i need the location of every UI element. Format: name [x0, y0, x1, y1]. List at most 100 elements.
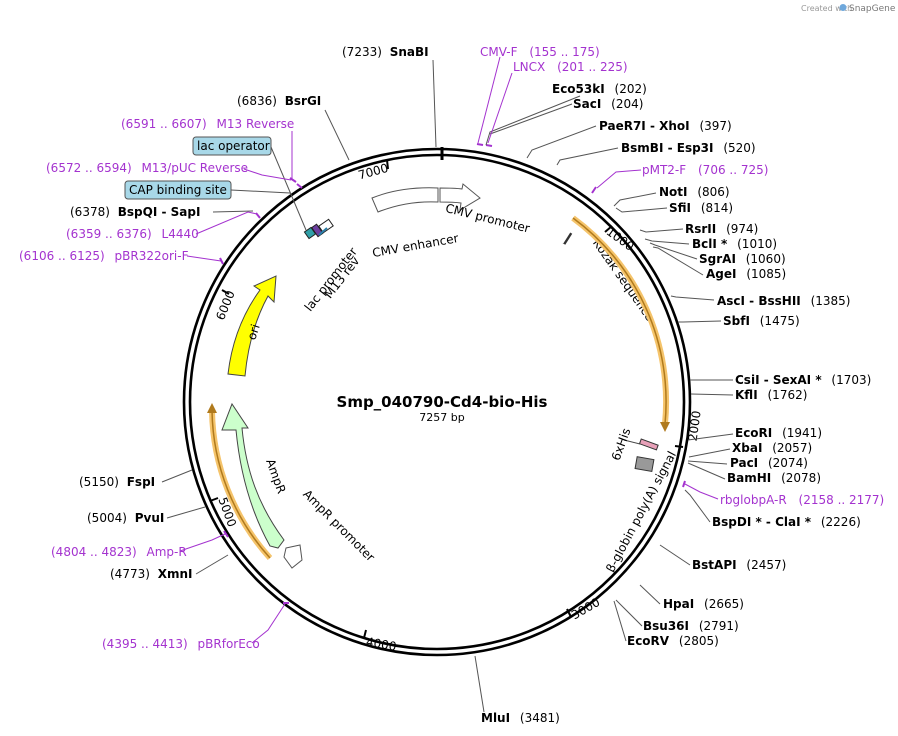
leader-bcli: [644, 238, 690, 245]
cap-binding-leader: [230, 189, 291, 194]
lac-operator-box-bg: [192, 136, 272, 156]
leader-pmt2f: [596, 169, 642, 189]
leader-lncx: [487, 72, 513, 144]
primer-mark-pbr322: [219, 257, 224, 265]
site-sbfi[interactable]: SbfI (1475): [723, 314, 800, 328]
primer-marks: [219, 143, 686, 604]
site-bamhi[interactable]: BamHI (2078): [727, 471, 821, 485]
snapgene-logo-icon: [839, 4, 847, 11]
site-sapi[interactable]: (6378) BspQI - SapI: [70, 205, 200, 219]
leader-kfli: [690, 393, 734, 396]
leader-noti: [613, 192, 657, 207]
site-leaders: [161, 59, 734, 713]
site-xhoi[interactable]: PaeR7I - XhoI (397): [599, 119, 732, 133]
primer-labels: CMV-F (155 .. 175) LNCX (201 .. 225) pMT…: [19, 45, 884, 651]
lac-promoter-marker[interactable]: [318, 218, 334, 234]
leader-pvui: [166, 506, 206, 519]
lac-operator-leader: [270, 146, 307, 231]
cmv-enhancer-arrow[interactable]: [371, 187, 439, 213]
tick-label-6000: 6000: [213, 289, 237, 323]
lac-operator-box[interactable]: lac operator: [192, 136, 272, 156]
leader-l4440: [195, 211, 258, 235]
primer-m13puc[interactable]: (6572 .. 6594) M13/pUC Reverse: [46, 161, 248, 175]
primer-mark-pmt2: [591, 186, 597, 194]
primer-l4440[interactable]: (6359 .. 6376) L4440: [66, 227, 199, 241]
credit-prefix: Created with: [801, 4, 852, 13]
tick-1000-mark: [604, 225, 613, 233]
primer-rbglobpa[interactable]: rbglobpA-R (2158 .. 2177): [720, 493, 884, 507]
cds-arc[interactable]: [572, 217, 667, 425]
primer-pmt2f[interactable]: pMT2-F (706 .. 725): [642, 163, 768, 177]
cmv-promoter-arrow[interactable]: [439, 183, 481, 211]
leader-bsmbi: [556, 147, 619, 166]
tick-2000-mark: [674, 445, 684, 448]
leader-saci: [489, 103, 573, 135]
leader-sbfi: [678, 320, 722, 323]
backbone-inner: [188, 153, 686, 651]
site-kfli[interactable]: KflI (1762): [735, 388, 807, 402]
site-eco53ki[interactable]: Eco53kI (202): [552, 82, 647, 96]
credit-brand: SnapGene: [849, 4, 896, 14]
site-bsrgi[interactable]: (6836) BsrGI: [237, 94, 321, 108]
cmv-promoter-label: CMV promoter: [444, 201, 531, 236]
leader-asci: [670, 295, 715, 301]
polya-box[interactable]: [634, 456, 655, 473]
kozak-marker: [562, 232, 573, 245]
leader-m13puc: [243, 168, 292, 181]
leader-ampr: [179, 533, 226, 552]
site-bcli[interactable]: BclI * (1010): [692, 237, 777, 251]
ampr-promoter-arrow[interactable]: [283, 544, 303, 569]
ampr-outline-arrowhead: [207, 403, 217, 413]
tick-3000-mark: [566, 608, 572, 618]
primer-mark-lncx: [485, 144, 493, 147]
leader-mlui: [474, 655, 485, 713]
leader-rbglobpa: [684, 483, 719, 500]
site-xmni[interactable]: (4773) XmnI: [110, 567, 193, 581]
site-xbai[interactable]: XbaI (2057): [732, 441, 812, 455]
site-rsrii[interactable]: RsrII (974): [685, 222, 758, 236]
site-snabi[interactable]: (7233) SnaBI: [342, 45, 429, 59]
cds-arc-outline[interactable]: [571, 215, 670, 425]
primer-pbrforeco[interactable]: (4395 .. 4413) pBRforEco: [102, 637, 260, 651]
site-clai[interactable]: BspDI * - ClaI * (2226): [712, 515, 861, 529]
site-noti[interactable]: NotI (806): [659, 185, 730, 199]
leader-pbr322: [186, 255, 222, 262]
site-fspi[interactable]: (5150) FspI: [79, 475, 155, 489]
site-csii[interactable]: CsiI - SexAI * (1703): [735, 373, 871, 387]
ampr-arrow[interactable]: [221, 402, 285, 549]
primer-cmvf[interactable]: CMV-F (155 .. 175): [480, 45, 600, 59]
primer-ampr[interactable]: (4804 .. 4823) Amp-R: [51, 545, 187, 559]
site-bsmbi[interactable]: BsmBI - Esp3I (520): [621, 141, 756, 155]
site-agei[interactable]: AgeI (1085): [706, 267, 786, 281]
site-ecorv[interactable]: EcoRV (2805): [627, 634, 719, 648]
tick-label-7000: 7000: [357, 161, 390, 182]
leader-eco53ki: [485, 95, 581, 146]
site-saci[interactable]: SacI (204): [573, 97, 643, 111]
his-tag-box[interactable]: [638, 438, 659, 451]
site-sgrai[interactable]: SgrAI (1060): [699, 252, 786, 266]
primer-pbr322orif[interactable]: (6106 .. 6125) pBR322ori-F: [19, 249, 189, 263]
ori-arrow[interactable]: [227, 275, 277, 377]
site-mlui[interactable]: MluI (3481): [481, 711, 560, 725]
primer-m13rev[interactable]: (6591 .. 6607) M13 Reverse: [121, 117, 294, 131]
ampr-outline-inner: [211, 410, 271, 559]
cap-binding-box[interactable]: CAP binding site: [124, 180, 232, 200]
site-paci[interactable]: PacI (2074): [730, 456, 808, 470]
site-sfii[interactable]: SfiI (814): [669, 201, 733, 215]
primer-lncx[interactable]: LNCX (201 .. 225): [513, 60, 628, 74]
leader-cmvf: [477, 56, 501, 144]
site-bsu36i[interactable]: Bsu36I (2791): [643, 619, 739, 633]
site-asci[interactable]: AscI - BssHII (1385): [717, 294, 850, 308]
leader-bsu36i: [615, 599, 643, 627]
leader-hpai: [639, 584, 661, 605]
cap-binding-label: CAP binding site: [129, 183, 227, 197]
site-ecori[interactable]: EcoRI (1941): [735, 426, 822, 440]
tick-5000-mark: [209, 497, 219, 502]
site-hpai[interactable]: HpaI (2665): [663, 597, 744, 611]
ori-label: ori: [245, 322, 263, 341]
snapgene-credit: Created with SnapGene: [801, 4, 896, 14]
leader-rsrii: [639, 228, 684, 233]
leader-bsrgi: [324, 109, 350, 161]
site-pvui[interactable]: (5004) PvuI: [87, 511, 164, 525]
site-bstapi[interactable]: BstAPI (2457): [692, 558, 786, 572]
